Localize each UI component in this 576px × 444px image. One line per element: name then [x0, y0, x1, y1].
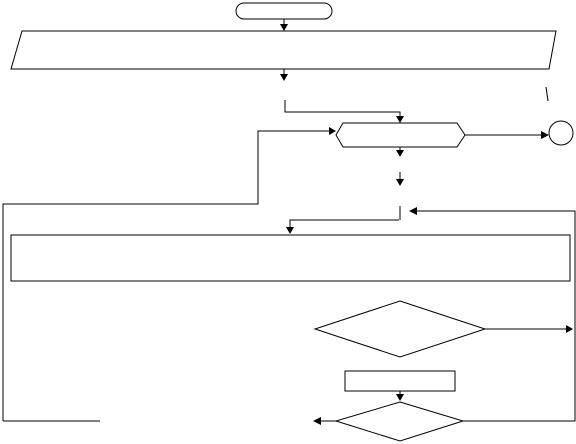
arrow-left-icon	[313, 417, 321, 425]
step-box	[344, 370, 456, 392]
arrowheads	[280, 24, 573, 425]
decision-diamond-1	[313, 300, 487, 358]
arrow-down-icon	[280, 24, 288, 31]
arrow-right-icon	[541, 131, 549, 139]
edge-loop-back-right	[415, 210, 576, 422]
start-terminator	[235, 2, 333, 20]
edge-stub-right	[545, 86, 549, 102]
arrow-down-icon	[286, 227, 294, 234]
edge-to-process	[289, 219, 399, 229]
arrow-down-icon	[396, 394, 404, 401]
edge-loop-back-left	[2, 130, 332, 421]
arrow-down-icon	[396, 116, 404, 123]
input-parallelogram	[10, 30, 557, 70]
connector-circle	[548, 120, 574, 146]
arrow-down-icon	[396, 179, 404, 186]
arrow-left-icon	[409, 207, 417, 215]
arrow-down-icon	[396, 150, 404, 157]
arrow-down-icon	[280, 74, 288, 81]
decision-diamond-2	[334, 401, 465, 442]
arrow-right-icon	[566, 325, 573, 333]
connector-lines	[2, 19, 576, 422]
loop-check-hexagon	[335, 122, 466, 148]
edge-to-loop-check	[284, 100, 401, 118]
process-box	[10, 234, 571, 282]
arrow-right-icon	[329, 127, 336, 135]
